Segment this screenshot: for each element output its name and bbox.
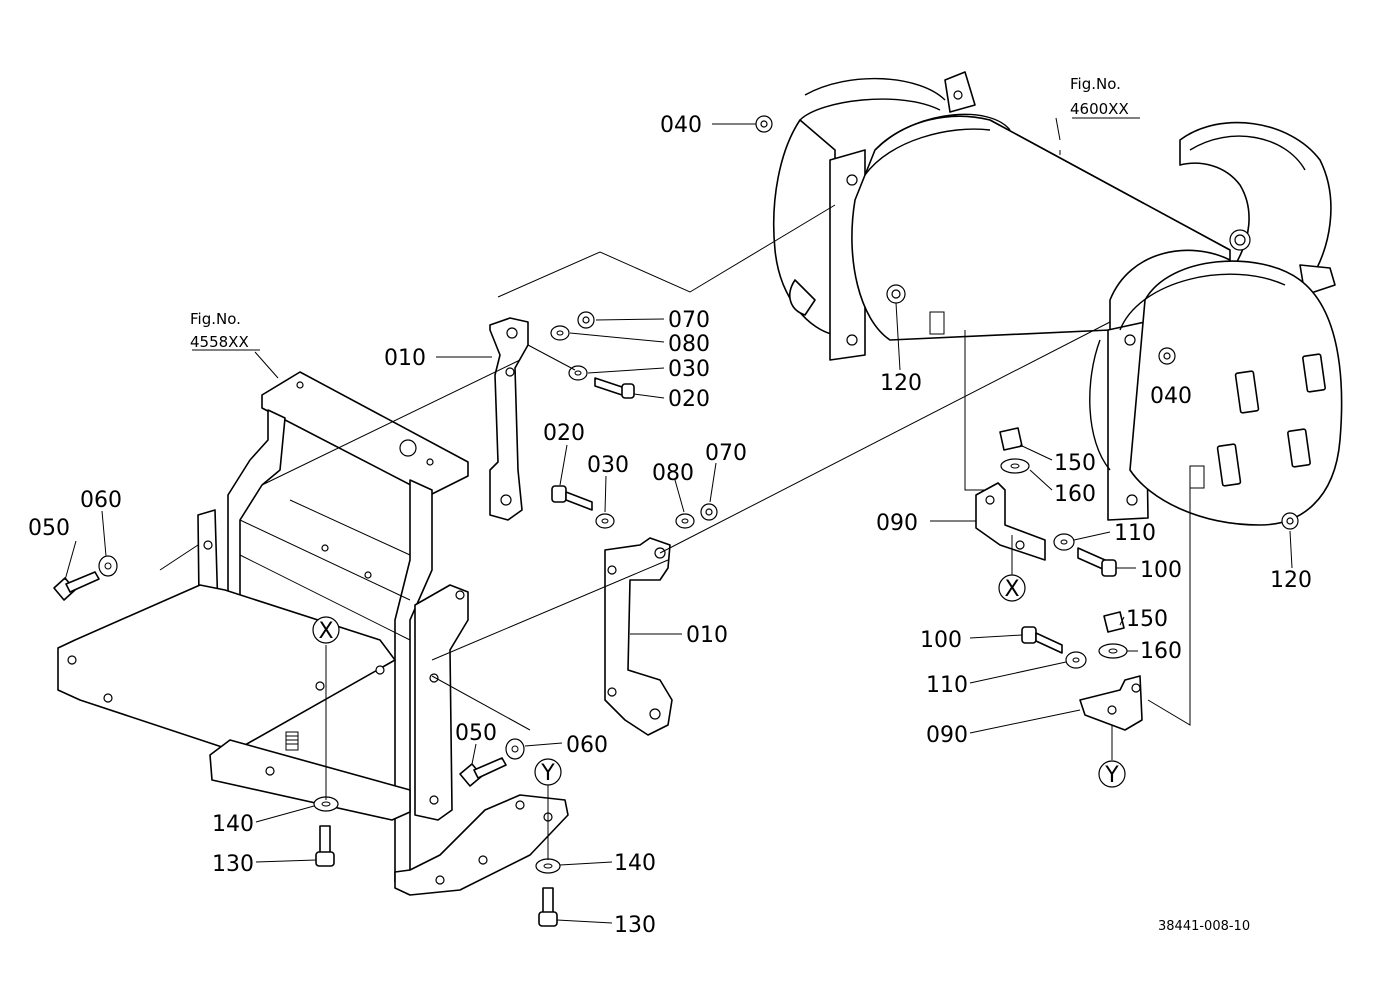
marker-y-circle xyxy=(1098,760,1126,788)
callout-label: 110 xyxy=(1114,521,1156,546)
callout-label: 030 xyxy=(668,357,710,382)
callout-label: 090 xyxy=(926,723,968,748)
marker-x-bottom: X xyxy=(1004,577,1019,602)
callout-label: 040 xyxy=(660,113,702,138)
drawing-code: 38441-008-10 xyxy=(1158,919,1250,934)
bracket-010-upper xyxy=(489,317,529,521)
callout-label: 050 xyxy=(455,721,497,746)
callout-label: 050 xyxy=(28,516,70,541)
figure-references: Fig.No. 4600XX Fig.No. 4558XX xyxy=(190,75,1129,351)
marker-y-circle xyxy=(534,758,562,786)
callout-label: 070 xyxy=(668,308,710,333)
callout-label: 100 xyxy=(1140,558,1182,583)
callout-label: 160 xyxy=(1140,639,1182,664)
callout-label: 130 xyxy=(614,913,656,938)
callout-label: 140 xyxy=(212,812,254,837)
callout-label: 130 xyxy=(212,852,254,877)
callout-label: 160 xyxy=(1054,482,1096,507)
callout-label: 120 xyxy=(880,371,922,396)
callout-label: 150 xyxy=(1054,451,1096,476)
bracket-090-upper xyxy=(975,482,1046,561)
hardware-group-upper xyxy=(550,115,1299,669)
marker-y-bottom: Y xyxy=(1104,763,1119,788)
callout-label: 120 xyxy=(1270,568,1312,593)
callout-label: 070 xyxy=(705,441,747,466)
fig-ref-label: Fig.No. xyxy=(190,310,241,328)
reference-markers: X Y X Y xyxy=(312,574,1126,788)
alignment-lines xyxy=(159,150,1113,860)
callout-label: 140 xyxy=(614,851,656,876)
fig-ref-label: Fig.No. xyxy=(1070,75,1121,93)
callout-label: 020 xyxy=(668,387,710,412)
callout-label: 010 xyxy=(686,623,728,648)
callout-label: 080 xyxy=(652,461,694,486)
marker-x-top: X xyxy=(318,619,333,644)
fig-ref-number: 4558XX xyxy=(190,333,249,351)
marker-x-circle xyxy=(312,616,340,644)
callout-label: 030 xyxy=(587,453,629,478)
air-cleaner-assembly xyxy=(772,71,1343,726)
hardware-group-lower xyxy=(53,555,561,927)
callout-label: 020 xyxy=(543,421,585,446)
part-callouts: 040 070 080 030 020 010 120 040 020 030 … xyxy=(28,113,1312,938)
callout-label: 150 xyxy=(1126,607,1168,632)
frame-assembly xyxy=(57,371,569,896)
bracket-090-lower xyxy=(1079,675,1143,731)
callout-label: 040 xyxy=(1150,384,1192,409)
bracket-010-lower xyxy=(604,537,673,736)
callout-label: 060 xyxy=(566,733,608,758)
callout-label: 060 xyxy=(80,488,122,513)
callout-label: 110 xyxy=(926,673,968,698)
marker-x-circle xyxy=(998,574,1026,602)
callout-label: 080 xyxy=(668,332,710,357)
callout-label: 010 xyxy=(384,346,426,371)
fig-ref-number: 4600XX xyxy=(1070,100,1129,118)
callout-label: 090 xyxy=(876,511,918,536)
leader-lines xyxy=(64,117,1293,924)
callout-label: 100 xyxy=(920,628,962,653)
marker-y-top: Y xyxy=(540,761,555,786)
